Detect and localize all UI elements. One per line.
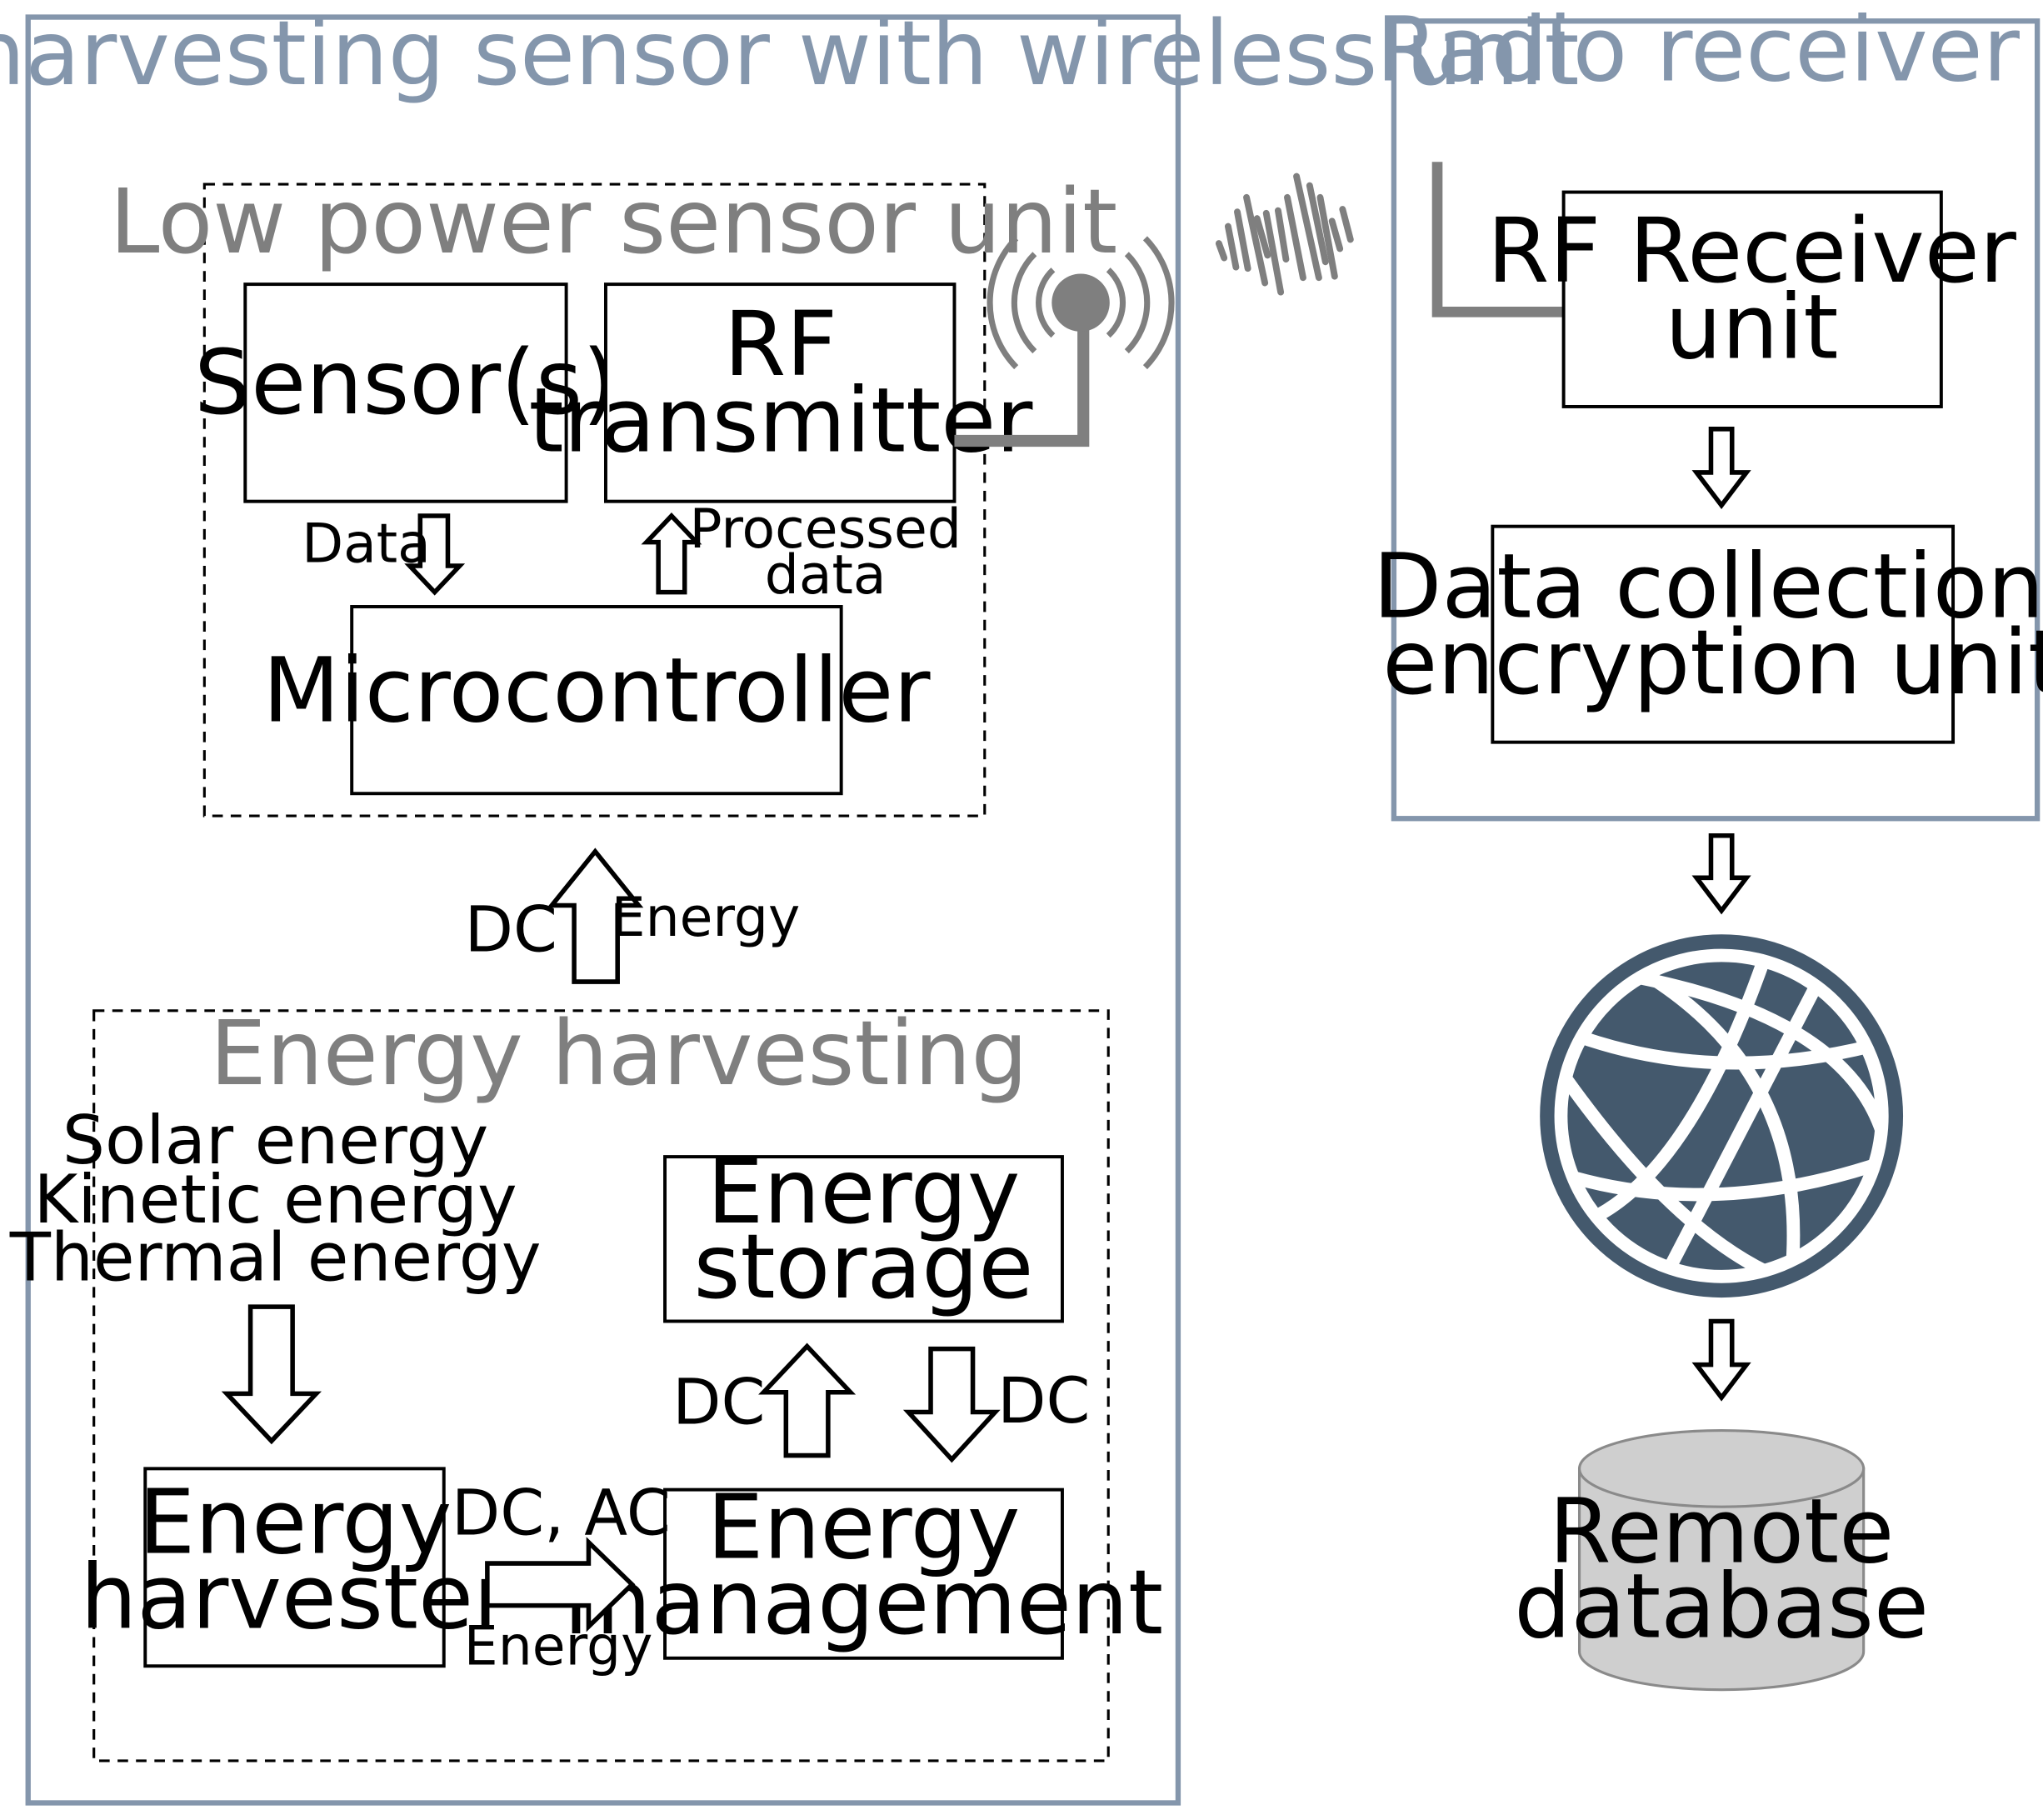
sensors-label: Sensor(s) bbox=[194, 331, 617, 435]
remote-database-label-line1: Remote bbox=[1549, 1479, 1894, 1583]
rf-receiver-label-line2: unit bbox=[1665, 276, 1838, 380]
energy-label: Energy bbox=[612, 887, 801, 949]
processed-data-arrow-up bbox=[641, 512, 702, 595]
data-collection-label-line1: Data collection, bbox=[1373, 535, 2043, 639]
data-collection-label-line2: encryption unit bbox=[1382, 611, 2043, 715]
dc-up-label: DC bbox=[672, 1366, 765, 1439]
energy-storage-label-line2: storage bbox=[694, 1215, 1034, 1319]
database-cylinder-icon bbox=[1577, 1428, 1866, 1692]
source-kinetic: Kinetic energy bbox=[34, 1160, 517, 1238]
receiver-arrow-down bbox=[1691, 427, 1751, 509]
energy-harvester-label-line1: Energy bbox=[138, 1470, 452, 1574]
energy-management-label-line1: Energy bbox=[707, 1476, 1021, 1580]
right-panel-title: Radio receiver bbox=[1376, 0, 2021, 102]
dc-label: DC bbox=[465, 893, 557, 967]
sensor-unit-group bbox=[202, 182, 987, 818]
sources-arrow-down bbox=[221, 1304, 322, 1445]
energy-harvester-label-line2: harvester bbox=[80, 1545, 511, 1649]
source-thermal: Thermal energy bbox=[9, 1218, 542, 1297]
receiver-antenna-icon bbox=[1431, 162, 1564, 318]
data-label: Data bbox=[302, 512, 431, 575]
sensor-unit-title: Low power sensor unit bbox=[110, 170, 1118, 274]
dc-energy-arrow-up bbox=[547, 848, 644, 984]
broadcast-antenna-icon bbox=[954, 236, 1175, 448]
data-collection-box bbox=[1491, 524, 1956, 744]
data-arrow-down bbox=[404, 513, 466, 596]
panel-to-globe-arrow-down bbox=[1691, 833, 1751, 915]
microcontroller-label: Microcontroller bbox=[262, 638, 931, 742]
rf-transmitter-box bbox=[604, 282, 957, 503]
globe-to-database-arrow-down bbox=[1691, 1318, 1751, 1402]
dc-arrow-up bbox=[758, 1342, 857, 1458]
dc-ac-arrow-right bbox=[485, 1537, 636, 1632]
processed-label-line2: data bbox=[765, 544, 887, 607]
radio-wave-icon bbox=[1215, 172, 1354, 296]
energy-harvester-box bbox=[143, 1467, 446, 1668]
rf-receiver-box bbox=[1561, 190, 1943, 408]
rf-transmitter-label-line2: transmitter bbox=[529, 369, 1034, 473]
rf-receiver-label-line1: RF Receiver bbox=[1487, 199, 2017, 303]
globe-icon bbox=[1540, 934, 1904, 1298]
processed-label-line1: Processed bbox=[689, 498, 961, 561]
rf-transmitter-label-line1: RF bbox=[724, 292, 837, 397]
energy-storage-box bbox=[663, 1155, 1064, 1323]
energy-storage-label-line1: Energy bbox=[707, 1140, 1021, 1244]
energy-harvesting-group bbox=[92, 1009, 1110, 1762]
energy-management-label-line2: management bbox=[564, 1551, 1163, 1655]
energy-harvesting-title: Energy harvesting bbox=[210, 1002, 1028, 1106]
energy-management-box bbox=[663, 1488, 1064, 1660]
dc-ac-label: DC, AC bbox=[452, 1476, 671, 1549]
left-panel-title: Energy harvesting sensor with wireless u… bbox=[0, 2, 1579, 106]
left-panel-frame bbox=[25, 14, 1181, 1806]
source-solar: Solar energy bbox=[62, 1101, 488, 1179]
harvester-energy-label: Energy bbox=[464, 1616, 653, 1678]
microcontroller-box bbox=[350, 605, 843, 796]
remote-database-label-line2: database bbox=[1514, 1554, 1929, 1658]
right-panel-frame bbox=[1391, 18, 2041, 822]
dc-down-label: DC bbox=[997, 1364, 1090, 1438]
dc-arrow-down bbox=[902, 1346, 1001, 1463]
sensors-box bbox=[243, 282, 568, 503]
